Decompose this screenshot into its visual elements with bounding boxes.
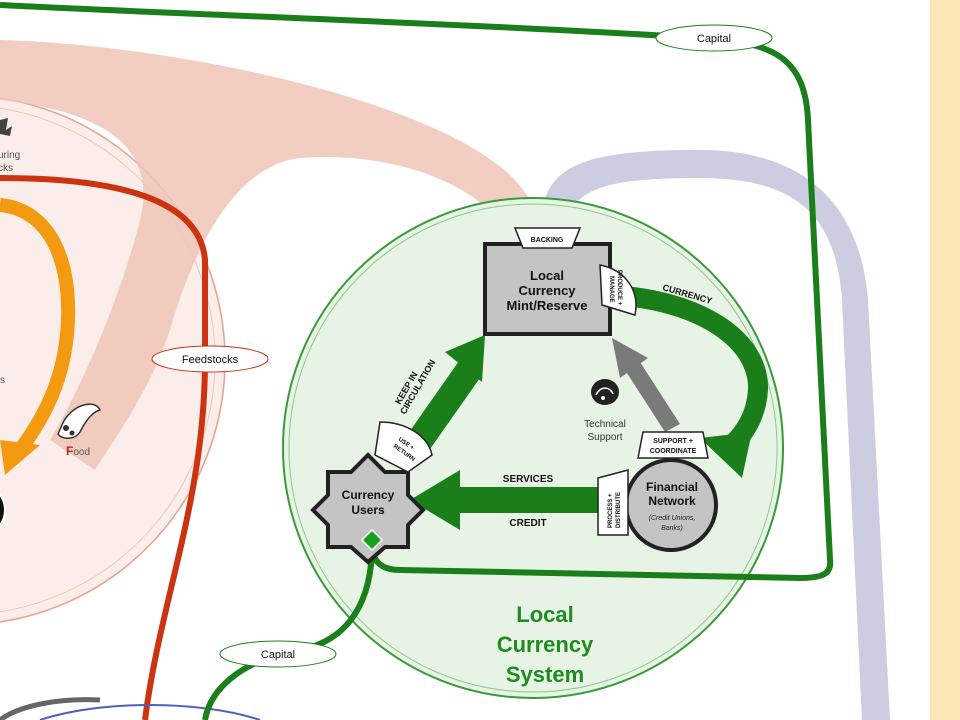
bottom-blue-partial-circle: [39, 704, 261, 720]
capital-diamond: [360, 528, 384, 552]
bottom-capital-label: Capital: [261, 649, 295, 661]
feedstocks-oval: [151, 345, 269, 373]
top-capital-label: Capital: [697, 33, 731, 45]
keep-in-circulation-arrow-body: [405, 361, 482, 452]
system-title-line3: System: [506, 662, 584, 687]
backing-label: BACKING: [531, 237, 564, 244]
top-capital-oval: [655, 24, 773, 52]
partial-label-top-line1: uring: [0, 150, 20, 161]
financial-network-line1: Financial: [646, 480, 698, 494]
food-rest: ood: [73, 447, 90, 458]
mint-line1: Local: [530, 268, 564, 283]
local-currency-system-ring: [288, 203, 778, 693]
bottom-capital-oval: [219, 640, 337, 668]
food-initial: F: [66, 444, 73, 458]
salmon-flow-band: [0, 40, 545, 470]
bottom-gray-line: [0, 697, 101, 720]
produce-manage-line2: MANAGE: [608, 276, 614, 303]
technical-support-line1: Technical: [584, 419, 626, 430]
support-coordinate-tab: [637, 431, 709, 459]
support-coordinate-line1: SUPPORT +: [653, 438, 693, 445]
currency-users-line1: Currency: [342, 488, 395, 502]
financial-network-line2: Network: [648, 494, 696, 508]
orange-arrowhead: [0, 440, 40, 475]
cornucopia-icon: [57, 403, 102, 439]
left-node-partial: [0, 493, 6, 527]
services-credit-arrowhead: [410, 470, 460, 530]
system-title-line1: Local: [516, 602, 573, 627]
services-credit-arrow-body: [455, 487, 603, 513]
system-title-line2: Currency: [497, 632, 594, 657]
feedstocks-label: Feedstocks: [182, 354, 239, 366]
process-distribute-line2: DISTRIBUTE: [616, 492, 622, 528]
financial-network-sub1: (Credit Unions,: [649, 515, 696, 522]
keep-in-circulation-arrowhead: [445, 335, 485, 382]
process-distribute-tab: [597, 469, 629, 536]
support-coordinate-line2: COORDINATE: [650, 448, 697, 455]
mint-line3: Mint/Reserve: [507, 298, 588, 313]
backing-tab: [513, 227, 582, 249]
currency-users-node: [310, 452, 426, 565]
use-return-tab: [374, 421, 433, 473]
manufacturing-icon: [0, 118, 12, 136]
partial-label-s: s: [0, 375, 5, 386]
support-arrowhead: [612, 338, 648, 378]
currency-users-line2: Users: [351, 503, 385, 517]
currency-arrowhead: [700, 432, 752, 478]
produce-manage-tab: [599, 264, 637, 316]
services-label: SERVICES: [503, 474, 554, 485]
right-edge-band: [930, 0, 960, 720]
technical-support-icon: [591, 379, 619, 405]
mint-reserve-box: [483, 242, 612, 336]
produce-manage-line1: PRODUCE +: [616, 270, 622, 306]
currency-flow-arrow: [611, 285, 768, 459]
financial-network-sub2: Banks): [661, 525, 683, 532]
food-label: Food: [66, 444, 90, 458]
mint-line2: Currency: [518, 283, 576, 298]
support-arrow-body: [625, 362, 680, 432]
partial-label-top-line2: cks: [0, 163, 13, 174]
process-distribute-line1: PROCESS +: [608, 493, 614, 528]
credit-label: CREDIT: [509, 518, 546, 529]
orange-flow-line: [0, 198, 76, 455]
technical-support-line2: Support: [587, 432, 622, 443]
